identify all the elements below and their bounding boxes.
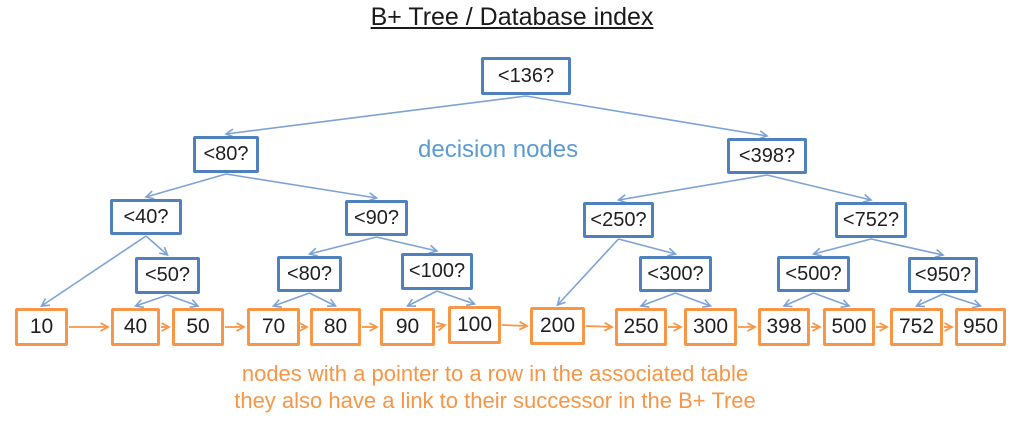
leaf-node-70: 70 — [247, 308, 300, 346]
tree-edge — [40, 235, 147, 307]
chain-edge — [501, 320, 529, 331]
tree-edge — [309, 292, 338, 308]
leaf-node-300: 300 — [684, 308, 737, 346]
page-title-text: B+ Tree / Database index — [370, 3, 654, 31]
tree-edge — [782, 292, 814, 308]
tree-edge — [271, 292, 310, 309]
tree-edge — [307, 236, 377, 257]
decision-node-40: <40? — [110, 199, 182, 235]
leaf-node-100: 100 — [448, 306, 501, 344]
decision-node-80: <80? — [277, 256, 342, 292]
tree-edge — [133, 294, 168, 309]
leaf-caption-line-2: they also have a link to their successor… — [234, 388, 756, 413]
chain-edge — [585, 321, 614, 332]
decision-tree-edges — [40, 95, 983, 309]
decision-node-100: <100? — [401, 253, 473, 290]
leaf-node-50: 50 — [172, 308, 224, 346]
tree-edge — [405, 290, 438, 307]
decision-node-250: <250? — [583, 202, 654, 238]
leaf-node-80: 80 — [310, 308, 361, 346]
tree-edge — [811, 238, 872, 257]
tree-edge — [556, 238, 620, 307]
decision-node-80: <80? — [193, 136, 259, 173]
leaf-node-200: 200 — [530, 307, 585, 345]
tree-edge — [225, 173, 379, 202]
leaf-node-500: 500 — [823, 308, 875, 346]
decision-nodes-label: decision nodes — [418, 136, 579, 163]
decision-node-136: <136? — [481, 57, 571, 95]
tree-edge — [618, 238, 678, 257]
page-title: B+ Tree / Database index — [0, 3, 1024, 32]
tree-edge — [145, 235, 169, 257]
decision-node-500: <500? — [777, 256, 850, 292]
leaf-node-950: 950 — [955, 308, 1006, 346]
leaf-node-90: 90 — [380, 308, 435, 346]
chain-edge — [435, 321, 447, 332]
tree-edge — [616, 174, 768, 204]
tree-edge — [144, 173, 227, 200]
leaf-node-10: 10 — [15, 308, 68, 346]
tree-edge — [436, 290, 477, 307]
tree-edge — [766, 174, 873, 203]
leaf-node-398: 398 — [758, 308, 810, 346]
leaf-caption: nodes with a pointer to a row in the ass… — [0, 360, 990, 414]
tree-edge — [167, 294, 200, 309]
tree-edge — [525, 95, 769, 140]
tree-edge — [639, 292, 676, 308]
tree-edge — [870, 238, 945, 259]
leaf-node-40: 40 — [111, 308, 160, 346]
decision-node-90: <90? — [345, 200, 408, 236]
tree-edge — [914, 293, 944, 308]
decision-node-50: <50? — [135, 257, 200, 294]
leaf-caption-line-1: nodes with a pointer to a row in the ass… — [241, 361, 749, 386]
tree-edge — [376, 236, 439, 254]
decision-node-300: <300? — [639, 256, 712, 292]
tree-edge — [813, 292, 851, 308]
leaf-node-752: 752 — [890, 308, 943, 346]
decision-node-950: <950? — [908, 257, 978, 293]
tree-edge — [942, 293, 983, 309]
decision-node-752: <752? — [835, 202, 907, 238]
tree-edge — [675, 292, 713, 308]
tree-edge — [224, 95, 527, 138]
decision-node-398: <398? — [727, 138, 807, 174]
leaf-chain-edges — [69, 320, 954, 332]
leaf-node-250: 250 — [615, 308, 667, 346]
